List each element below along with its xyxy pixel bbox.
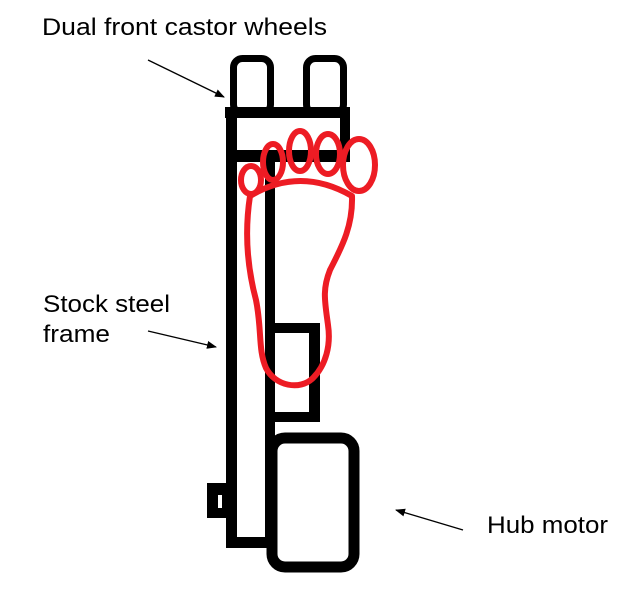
castor-wheel-right — [303, 55, 347, 117]
frame-top-bar — [225, 107, 350, 118]
frame-bottom-bar — [226, 537, 275, 548]
foot-toe-5 — [238, 163, 264, 197]
castor-wheel-left — [230, 55, 274, 117]
frame-side-tab — [207, 483, 227, 518]
frame-bracket-bottom — [270, 412, 320, 422]
foot-toe-2 — [313, 131, 343, 177]
frame-left-rail — [226, 107, 237, 548]
frame-right-rail — [340, 107, 350, 162]
hub-motor-arrow — [395, 508, 464, 531]
foot-outline — [238, 128, 378, 389]
castor-wheels-arrow — [147, 59, 225, 98]
castor-wheels-label: Dual front castor wheels — [42, 14, 327, 41]
frame-arrow — [147, 330, 217, 349]
frame-label-line2: frame — [43, 321, 110, 348]
foot-toe-1 — [340, 136, 378, 194]
frame-bracket-top — [270, 323, 320, 333]
frame-label-line1: Stock steel — [43, 291, 170, 318]
castor-wheels — [230, 55, 347, 117]
foot-toe-4 — [260, 141, 286, 183]
hub-motor — [266, 432, 360, 573]
frame-side-tab-slot — [218, 495, 222, 508]
frame-inner-rail — [265, 150, 275, 548]
foot-sole — [244, 178, 356, 389]
hub-motor-label: Hub motor — [487, 512, 608, 539]
foot-toe-3 — [286, 128, 314, 174]
